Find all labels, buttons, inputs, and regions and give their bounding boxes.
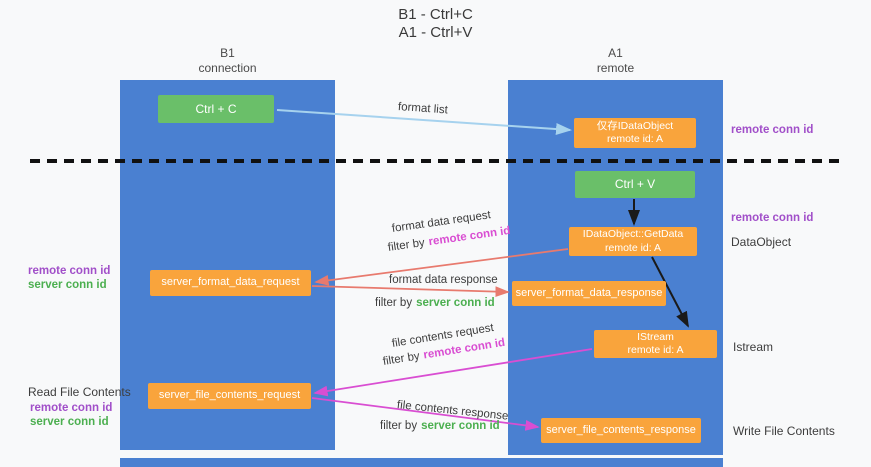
format-data-response-arrow (311, 285, 510, 298)
bottom-bar (120, 458, 723, 467)
remote-conn-id-right-mid: remote conn id (731, 212, 814, 224)
filter-by-text-1: filter by (387, 236, 426, 254)
read-file-contents-label: Read File Contents (28, 385, 131, 399)
filter-server-conn-id-1: server conn id (416, 297, 495, 309)
server-conn-id-left-top: server conn id (28, 279, 107, 291)
server-conn-id-left-bottom: server conn id (30, 416, 109, 428)
file-response-label: server_file_contents_response (546, 423, 696, 436)
ctrl-v-box: Ctrl + V (575, 171, 695, 198)
filter-server-conn-id-2: server conn id (421, 420, 500, 432)
filter-by-text-4: filter by (380, 420, 418, 432)
dataobject-label: DataObject (731, 235, 792, 249)
column-right-subtitle: remote (596, 61, 635, 75)
format-request-label: server_format_data_request (161, 276, 300, 289)
diagram-title-line2: A1 - Ctrl+V (398, 24, 473, 41)
column-left-name: B1 (220, 46, 235, 60)
istream-side-label: Istream (733, 340, 774, 354)
format-list-label: format list (397, 101, 449, 117)
getdata-box: IDataObject::GetData remote id: A (569, 227, 697, 256)
getdata-line1: IDataObject::GetData (582, 228, 684, 241)
remote-conn-id-left-top: remote conn id (28, 265, 111, 277)
file-request-label: server_file_contents_request (158, 389, 301, 402)
filter-by-text-2: filter by (375, 297, 413, 309)
filter-remote-conn-id-1: remote conn id (427, 224, 512, 249)
idataobject-line1: 仅存IDataObject (596, 119, 674, 132)
filter-by-text-3: filter by (382, 350, 421, 368)
ctrl-v-label: Ctrl + V (614, 177, 656, 191)
file-request-box: server_file_contents_request (148, 383, 311, 409)
remote-conn-id-left-bottom: remote conn id (30, 402, 113, 414)
istream-box: IStream remote id: A (594, 330, 717, 358)
format-data-response-label: format data response (389, 274, 498, 286)
idataobject-line2: remote id: A (606, 133, 664, 145)
format-request-box: server_format_data_request (150, 270, 311, 296)
idataobject-box: 仅存IDataObject remote id: A (574, 118, 696, 148)
column-left-header: B1 connection (120, 46, 335, 76)
istream-line2: remote id: A (627, 344, 684, 356)
ctrl-c-label: Ctrl + C (195, 101, 237, 116)
column-right-name: A1 (608, 46, 623, 60)
getdata-line2: remote id: A (604, 241, 662, 254)
column-left-subtitle: connection (198, 61, 257, 75)
diagram-title-line1: B1 - Ctrl+C (398, 6, 473, 23)
column-right-header: A1 remote (508, 46, 723, 76)
istream-line1: IStream (637, 330, 674, 343)
file-response-box: server_file_contents_response (541, 418, 701, 443)
format-response-box: server_format_data_response (512, 281, 666, 306)
ctrl-c-box: Ctrl + C (158, 95, 274, 123)
remote-conn-id-right-top: remote conn id (731, 124, 814, 136)
write-file-contents-label: Write File Contents (733, 424, 835, 438)
format-response-label: server_format_data_response (515, 286, 663, 299)
